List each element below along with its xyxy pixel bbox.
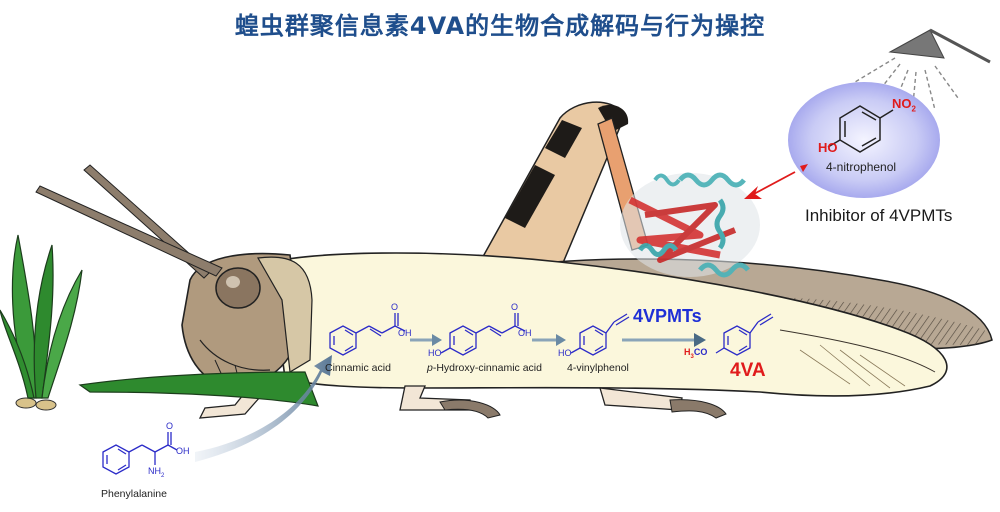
lamp-icon [854,28,991,116]
vinylphenol-label: 4-vinylphenol [567,362,629,374]
grass-sprout [0,234,83,411]
uptake-arrow [195,355,332,462]
hydroxycinnamic-ho: HO [428,348,442,358]
locust-body [269,252,948,397]
hydroxycinnamic-o: O [511,302,519,312]
4va-product-label: 4VA [730,360,766,381]
p-hydroxy-cinnamic-acid-structure [440,313,526,356]
phenylalanine-structure [102,432,178,475]
p-hydroxy-cinnamic-acid-label: p-Hydroxy-cinnamic acid [427,362,542,374]
locust-legs [198,379,727,419]
cinnamic-acid-label: Cinnamic acid [325,362,391,374]
phenylalanine-label: Phenylalanine [101,488,167,500]
locust-antennae [35,164,223,279]
protein-structure [620,172,760,278]
phenylalanine-o: O [166,421,174,431]
locust-head [181,252,313,387]
nitrophenol-ho: HO [818,140,838,155]
4va-structure [715,313,774,356]
reaction-arrow-3 [622,333,706,347]
reaction-arrow-1 [410,334,442,346]
nitrophenol-no2: NO2 [892,96,916,114]
vinylphenol-ho: HO [558,348,572,358]
hydroxycinnamic-oh: OH [518,328,532,338]
cinnamic-acid-structure [329,313,406,356]
nitrophenol-label: 4-nitrophenol [826,160,897,174]
phenylalanine-nh2: NH2 [148,466,165,479]
inhibition-arrow [744,164,808,199]
diagram-title: 蝗虫群聚信息素4VA的生物合成解码与行为操控 [234,12,766,40]
vinylphenol-structure [570,313,630,356]
enzyme-label: 4VPMTs [633,306,702,326]
cinnamic-o: O [391,302,399,312]
nitrophenol-structure [827,105,894,153]
locust-hind-leg [478,101,649,271]
inhibitor-label: Inhibitor of 4VPMTs [805,206,953,225]
cinnamic-oh: OH [398,328,412,338]
phenylalanine-oh: OH [176,446,190,456]
reaction-arrow-2 [532,334,566,346]
4va-h3co: H3CO [684,347,708,360]
inhibitor-glow [788,82,940,198]
grass-blade [78,371,319,407]
